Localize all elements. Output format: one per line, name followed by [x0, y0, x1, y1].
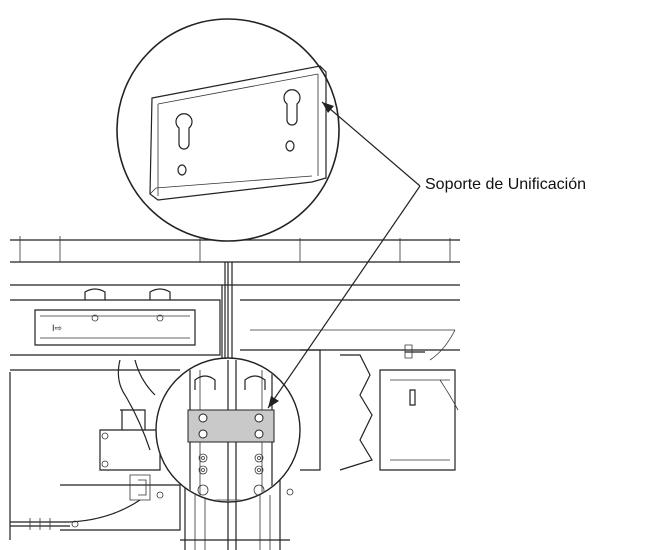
- machine-frame: I⇨: [9, 236, 460, 550]
- leader-lines: [267, 101, 421, 409]
- bracket-label: Soporte de Unificación: [425, 176, 586, 193]
- svg-text:I⇨: I⇨: [52, 323, 63, 333]
- magnified-bracket-view: [116, 18, 340, 242]
- installed-bracket-view: [155, 357, 301, 503]
